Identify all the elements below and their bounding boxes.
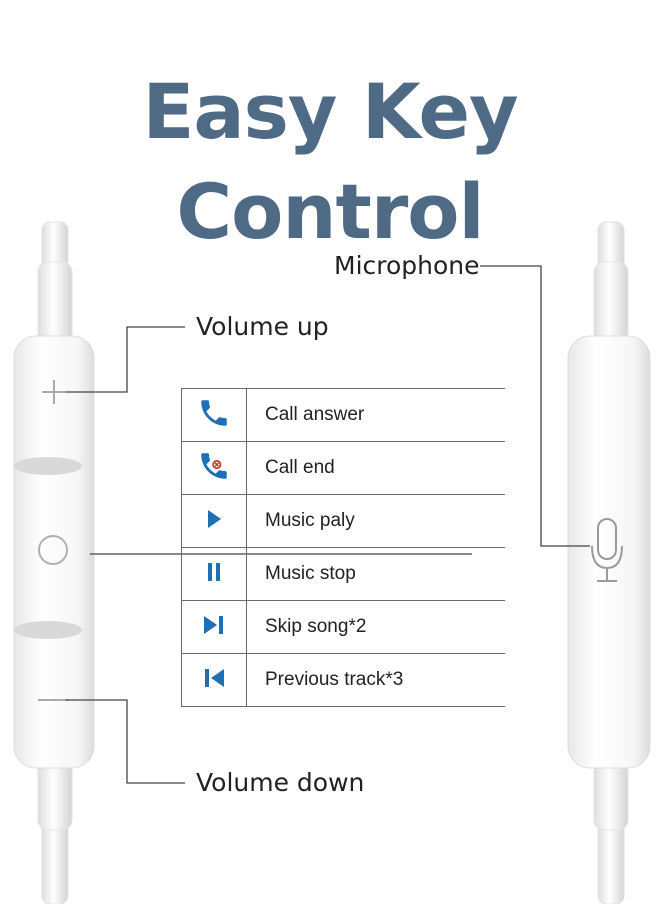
function-label: Call answer: [246, 388, 505, 442]
table-row: Previous track*3: [181, 653, 505, 707]
microphone-label: Microphone: [334, 251, 480, 280]
phone-end-icon: [181, 441, 247, 495]
volume-remote: [13, 335, 95, 769]
skip-previous-icon: [181, 653, 247, 707]
function-label: Call end: [246, 441, 505, 495]
table-row: Call answer: [181, 388, 505, 442]
left-cable: [37, 221, 73, 904]
play-icon: [181, 494, 247, 548]
right-cable: [593, 221, 629, 904]
volume-up-label: Volume up: [196, 312, 329, 341]
function-label: Previous track*3: [246, 653, 505, 707]
function-label: Skip song*2: [246, 600, 505, 654]
function-label: Music paly: [246, 494, 505, 548]
page-title: Easy Key Control: [142, 67, 518, 256]
table-row: Music stop: [181, 547, 505, 601]
microphone-icon: [591, 518, 623, 582]
skip-next-icon: [181, 600, 247, 654]
volume-down-label: Volume down: [196, 768, 365, 797]
table-row: Music paly: [181, 494, 505, 548]
pause-icon: [181, 547, 247, 601]
function-table: Call answer Call end Music paly Music st…: [181, 388, 505, 707]
table-row: Skip song*2: [181, 600, 505, 654]
table-row: Call end: [181, 441, 505, 495]
microphone-remote: [567, 335, 651, 769]
phone-answer-icon: [181, 388, 247, 442]
function-label: Music stop: [246, 547, 505, 601]
